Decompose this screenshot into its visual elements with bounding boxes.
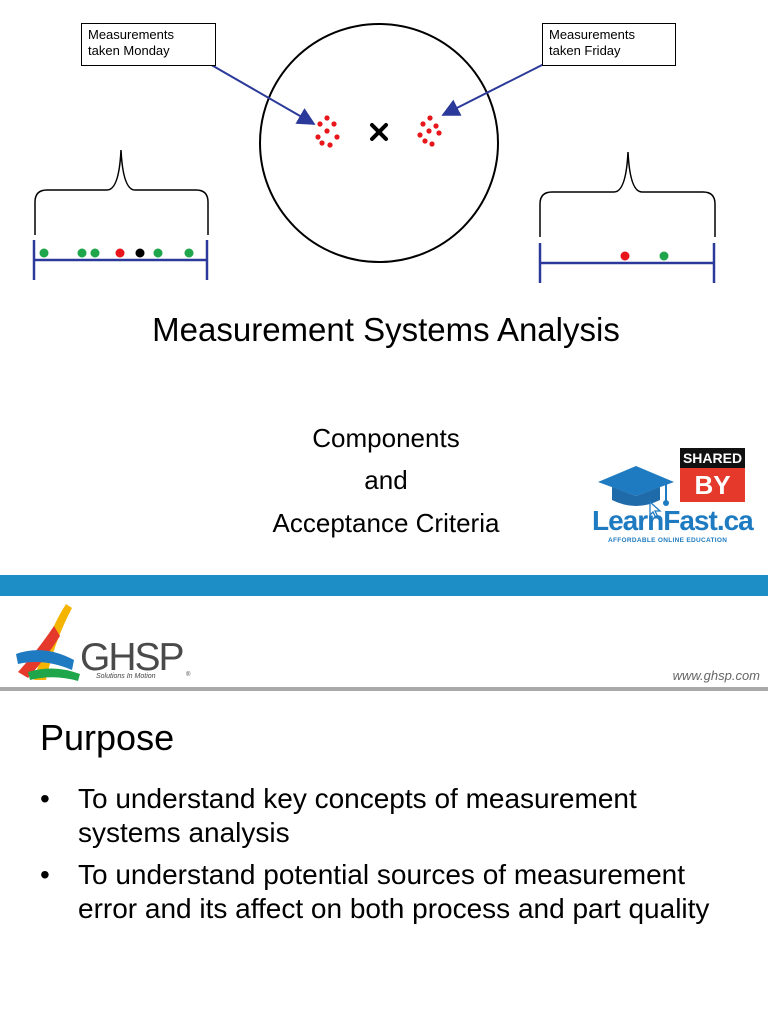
graduation-cap-icon [598, 466, 674, 506]
callout-friday: Measurements taken Friday [542, 23, 676, 66]
callout-monday: Measurements taken Monday [81, 23, 216, 66]
right-range-line [538, 243, 716, 283]
slide-divider-stripe [0, 575, 768, 596]
ghsp-wordmark: GHSP [80, 636, 183, 679]
right-range-dots [620, 251, 669, 261]
ghsp-logo: GHSP Solutions In Motion ® [14, 600, 204, 684]
section-heading-purpose: Purpose [40, 717, 175, 758]
bullet-item: • To understand potential sources of mea… [40, 858, 730, 968]
subtitle-line-1: Components [312, 423, 460, 453]
friday-arrow [441, 62, 547, 116]
website-url: www.ghsp.com [672, 668, 760, 683]
bullet-marker: • [40, 783, 50, 814]
left-range-dots [39, 248, 194, 258]
right-brace [539, 151, 716, 237]
bullet-marker: • [40, 859, 50, 890]
learnfast-wordmark: LearnFast.ca [592, 505, 754, 536]
friday-dot-cluster [417, 115, 442, 147]
subtitle-line-3: Acceptance Criteria [272, 508, 500, 538]
ghsp-swoosh-mark [16, 604, 80, 681]
monday-dot-cluster [315, 115, 340, 148]
learnfast-tagline: AFFORDABLE ONLINE EDUCATION [608, 537, 728, 544]
slide-title: Measurement Systems Analysis [152, 311, 620, 348]
target-circle [259, 23, 499, 263]
left-brace [34, 149, 209, 235]
target-center-x [370, 123, 388, 141]
registered-mark: ® [186, 672, 191, 678]
accuracy-diagram [32, 23, 716, 283]
left-range-line [32, 240, 209, 280]
bullet-item: • To understand key concepts of measurem… [40, 782, 730, 852]
badge-by-label: BY [680, 468, 745, 502]
cursor-icon [649, 501, 662, 519]
monday-arrow [207, 62, 316, 125]
bullet-text: To understand potential sources of measu… [78, 859, 710, 924]
header-rule [0, 687, 768, 691]
subtitle-line-2: and [364, 465, 408, 495]
ghsp-tagline: Solutions In Motion [96, 673, 156, 680]
bullet-text: To understand key concepts of measuremen… [78, 783, 637, 848]
badge-shared-label: SHARED [680, 448, 745, 468]
learnfast-badge: SHARED BY LearnFast.ca AFFORDABLE ONLINE… [590, 446, 754, 551]
